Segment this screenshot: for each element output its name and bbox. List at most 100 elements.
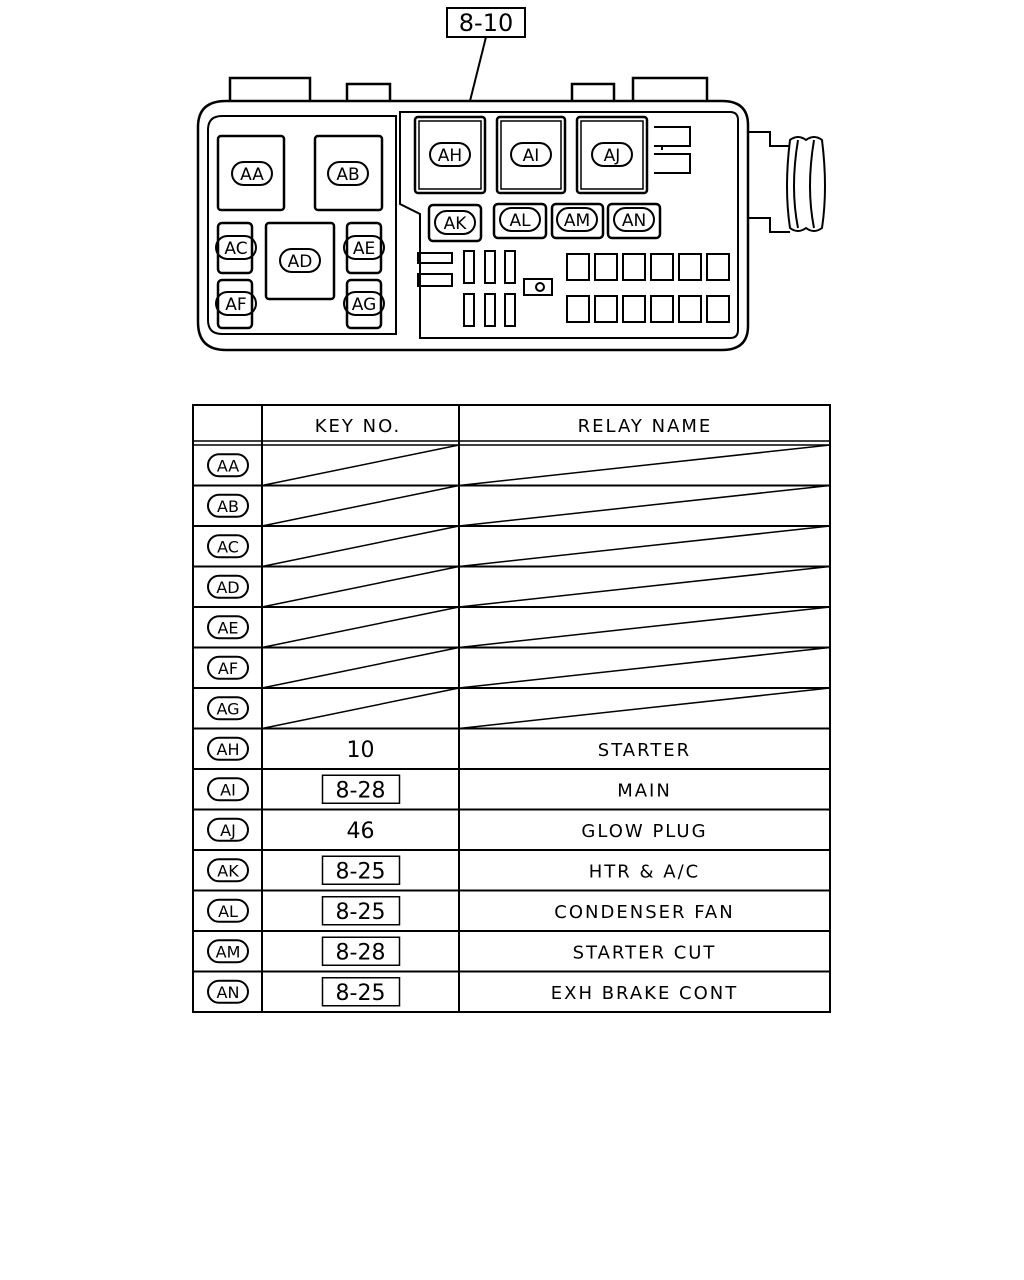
harness-corrugation (793, 139, 815, 229)
empty-slash (458, 646, 831, 689)
key-no-AH: 10 (347, 738, 375, 763)
empty-slash (458, 444, 831, 487)
row-id-AM: AM (216, 942, 241, 961)
label-oval (510, 142, 552, 167)
key-box (321, 936, 401, 966)
diagram-label-AD: AD (288, 252, 313, 272)
key-box (321, 774, 401, 804)
callout-label: 8-10 (459, 9, 513, 37)
row-id-oval (207, 817, 249, 842)
header-relay-name: RELAY NAME (578, 416, 713, 437)
empty-slash (261, 484, 460, 527)
empty-slash (458, 565, 831, 608)
label-oval (343, 291, 385, 316)
key-box (321, 855, 401, 885)
row-id-oval (207, 898, 249, 923)
diagram-label-AJ: AJ (604, 146, 621, 166)
row-id-AH: AH (217, 740, 240, 759)
relay-slot-AI (495, 115, 567, 195)
row-id-oval (207, 858, 249, 883)
relay-slot-AH (413, 115, 487, 195)
diagram-label-AI: AI (523, 146, 540, 166)
relay-slot-AC (216, 221, 254, 275)
row-id-AD: AD (216, 578, 239, 597)
diagram-label-AE: AE (353, 239, 375, 259)
label-oval (215, 235, 257, 260)
empty-slash (261, 606, 460, 649)
relay-slot-AB (313, 134, 384, 212)
empty-slash (458, 525, 831, 568)
row-id-oval (207, 736, 249, 761)
relay-name-AN: EXH BRAKE CONT (551, 983, 739, 1004)
label-oval (613, 207, 655, 232)
row-id-AE: AE (217, 618, 238, 637)
row-id-oval (207, 615, 249, 640)
key-no-AK: 8-25 (336, 859, 386, 884)
diagram-label-AN: AN (622, 211, 646, 231)
row-id-AB: AB (217, 497, 239, 516)
label-oval (556, 207, 598, 232)
empty-slash (458, 606, 831, 649)
empty-slash (458, 687, 831, 730)
relay-slot-AD (264, 221, 336, 301)
connector-stub (654, 126, 691, 150)
relay-slot-AL (492, 202, 548, 240)
row-id-AI: AI (220, 780, 236, 799)
label-oval (231, 161, 273, 186)
relay-name-AM: STARTER CUT (573, 942, 717, 963)
label-oval (591, 142, 633, 167)
row-id-AF: AF (218, 659, 238, 678)
diagram-label-AG: AG (352, 295, 377, 315)
callout-leader (469, 36, 487, 102)
key-no-AI: 8-28 (336, 778, 386, 803)
diagram-label-AA: AA (240, 165, 264, 185)
empty-slash (261, 525, 460, 568)
box-outline (196, 99, 750, 352)
key-no-AM: 8-28 (336, 940, 386, 965)
relay-slot-AM (550, 202, 605, 240)
label-oval (327, 161, 369, 186)
connector-stub (654, 153, 691, 174)
label-oval (429, 142, 471, 167)
harness-grommet (748, 131, 790, 233)
row-id-AA: AA (217, 456, 239, 475)
harness-corrugation (786, 136, 826, 232)
relay-name-AL: CONDENSER FAN (554, 902, 734, 923)
row-id-AG: AG (216, 699, 239, 718)
label-oval (343, 235, 385, 260)
fuse-block (417, 250, 730, 327)
row-id-oval (207, 696, 249, 721)
top-tab (345, 82, 392, 101)
diagram-label-AH: AH (438, 146, 462, 166)
relay-slot-AJ-inner (580, 120, 644, 190)
top-tab (631, 76, 709, 101)
relay-slot-AJ (575, 115, 649, 195)
diagram-label-AC: AC (224, 239, 247, 259)
row-id-oval (207, 453, 249, 478)
diagram-label-AK: AK (444, 214, 468, 234)
relay-box-diagram: 8-10 (196, 7, 826, 352)
diagram-label-AF: AF (225, 295, 246, 315)
empty-slash (261, 565, 460, 608)
empty-slash (261, 444, 460, 487)
table-border (192, 404, 831, 1013)
relay-slot-AI-inner (500, 120, 562, 190)
key-box (321, 896, 401, 926)
label-oval (434, 210, 476, 235)
relay-slot-AN (606, 202, 662, 240)
row-id-oval (207, 574, 249, 599)
header-key-no: KEY NO. (315, 416, 402, 437)
label-oval (215, 291, 257, 316)
row-id-oval (207, 655, 249, 680)
key-no-AJ: 46 (347, 819, 375, 844)
empty-slash (261, 646, 460, 689)
relay-slot-AH-inner (418, 120, 482, 190)
relay-slot-AK (427, 203, 483, 243)
row-id-AJ: AJ (220, 821, 236, 840)
row-id-AC: AC (217, 537, 239, 556)
relay-name-AH: STARTER (598, 740, 691, 761)
row-id-oval (207, 493, 249, 518)
relay-name-AI: MAIN (617, 780, 672, 801)
row-id-oval (207, 939, 249, 964)
